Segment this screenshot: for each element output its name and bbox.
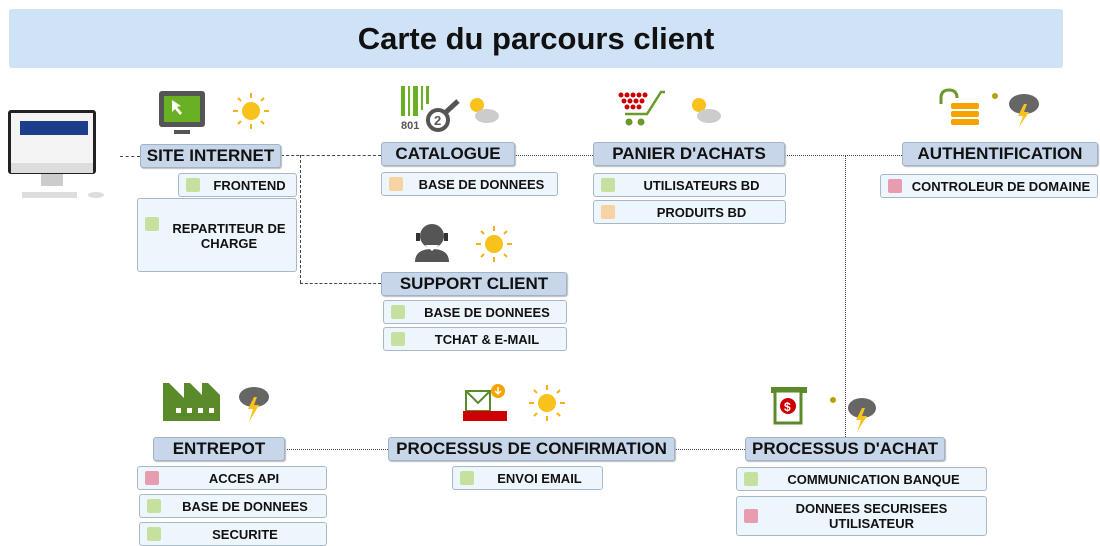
- node-entrepot[interactable]: ENTREPOT: [153, 437, 285, 461]
- item-label: ACCES API: [208, 470, 280, 486]
- status-pink: [888, 179, 902, 193]
- svg-text:$: $: [784, 400, 791, 414]
- connector: [120, 156, 140, 157]
- status-green: [147, 499, 161, 513]
- storm-icon: [239, 387, 269, 422]
- connector: [281, 155, 381, 156]
- item-label: UTILISATEURS BD: [643, 177, 760, 193]
- item-base-de-donnees[interactable]: BASE DE DONNEES: [383, 300, 567, 324]
- status-orange: [601, 205, 615, 219]
- item-label: FRONTEND: [213, 177, 286, 193]
- status-pink: [744, 509, 758, 523]
- mail-inbox-icon: [463, 384, 507, 421]
- status-green: [145, 217, 159, 231]
- node-panier-achats[interactable]: PANIER D'ACHATS: [593, 142, 785, 166]
- connector: [515, 155, 593, 156]
- item-label: REPARTITEUR DE CHARGE: [172, 221, 286, 251]
- item-utilisateurs-bd[interactable]: UTILISATEURS BD: [593, 173, 786, 197]
- item-donnees-securisees[interactable]: DONNEES SECURISEES UTILISATEUR: [736, 496, 987, 536]
- status-pink: [145, 471, 159, 485]
- svg-text:801: 801: [401, 120, 419, 132]
- sun-icon: [476, 226, 512, 262]
- node-authentification[interactable]: AUTHENTIFICATION: [902, 142, 1098, 166]
- item-securite[interactable]: SECURITE: [139, 522, 327, 546]
- factory-icon: [163, 383, 220, 421]
- item-frontend[interactable]: FRONTEND: [178, 173, 297, 197]
- item-label: BASE DE DONNEES: [182, 498, 308, 514]
- status-green: [147, 527, 161, 541]
- item-label: BASE DE DONNEES: [418, 176, 545, 192]
- connector: [675, 449, 745, 450]
- computer-cursor-icon: [159, 91, 205, 134]
- status-green: [391, 332, 405, 346]
- page-title: Carte du parcours client: [9, 9, 1063, 68]
- item-label: BASE DE DONNEES: [424, 304, 550, 320]
- connector: [300, 155, 301, 283]
- connector: [845, 155, 846, 437]
- sun-icon: [529, 385, 565, 421]
- status-orange: [389, 177, 403, 191]
- item-repartiteur[interactable]: REPARTITEUR DE CHARGE: [137, 198, 297, 272]
- item-label: TCHAT & E-MAIL: [434, 331, 540, 347]
- item-envoi-email[interactable]: ENVOI EMAIL: [452, 466, 603, 490]
- storm-icon: [830, 397, 876, 432]
- node-catalogue[interactable]: CATALOGUE: [381, 142, 515, 166]
- svg-text:2: 2: [434, 113, 441, 128]
- connector: [285, 449, 388, 450]
- connector: [300, 283, 381, 284]
- status-green: [744, 472, 758, 486]
- status-green: [391, 305, 405, 319]
- item-label: DONNEES SECURISEES UTILISATEUR: [795, 501, 948, 531]
- status-green: [460, 471, 474, 485]
- unlocked-database-icon: [939, 88, 979, 125]
- sun-icon: [233, 93, 269, 129]
- atm-money-icon: $: [771, 387, 807, 425]
- barcode-search-icon: 801 2: [401, 86, 460, 132]
- item-base-de-donnees[interactable]: BASE DE DONNEES: [139, 494, 327, 518]
- sun-cloud-icon: [470, 98, 499, 123]
- item-controleur-domaine[interactable]: CONTROLEUR DE DOMAINE: [880, 174, 1098, 198]
- node-processus-confirmation[interactable]: PROCESSUS DE CONFIRMATION: [388, 437, 675, 461]
- headset-agent-icon: [415, 224, 449, 262]
- desktop-computer-image: [8, 110, 104, 198]
- item-base-de-donnees[interactable]: BASE DE DONNEES: [381, 172, 558, 196]
- node-site-internet[interactable]: SITE INTERNET: [140, 144, 281, 168]
- item-label: SECURITE: [212, 526, 278, 542]
- shopping-cart-icon: [618, 90, 665, 126]
- sun-cloud-icon: [692, 98, 721, 123]
- status-green: [186, 178, 200, 192]
- storm-icon: [992, 93, 1039, 127]
- node-processus-achat[interactable]: PROCESSUS D'ACHAT: [745, 437, 945, 461]
- item-acces-api[interactable]: ACCES API: [137, 466, 327, 490]
- node-support-client[interactable]: SUPPORT CLIENT: [381, 272, 567, 296]
- item-label: CONTROLEUR DE DOMAINE: [911, 178, 1091, 194]
- item-produits-bd[interactable]: PRODUITS BD: [593, 200, 786, 224]
- item-label: ENVOI EMAIL: [497, 470, 582, 486]
- status-green: [601, 178, 615, 192]
- item-communication-banque[interactable]: COMMUNICATION BANQUE: [736, 467, 987, 491]
- item-tchat-email[interactable]: TCHAT & E-MAIL: [383, 327, 567, 351]
- item-label: PRODUITS BD: [656, 204, 747, 220]
- connector: [785, 155, 902, 156]
- item-label: COMMUNICATION BANQUE: [787, 471, 960, 487]
